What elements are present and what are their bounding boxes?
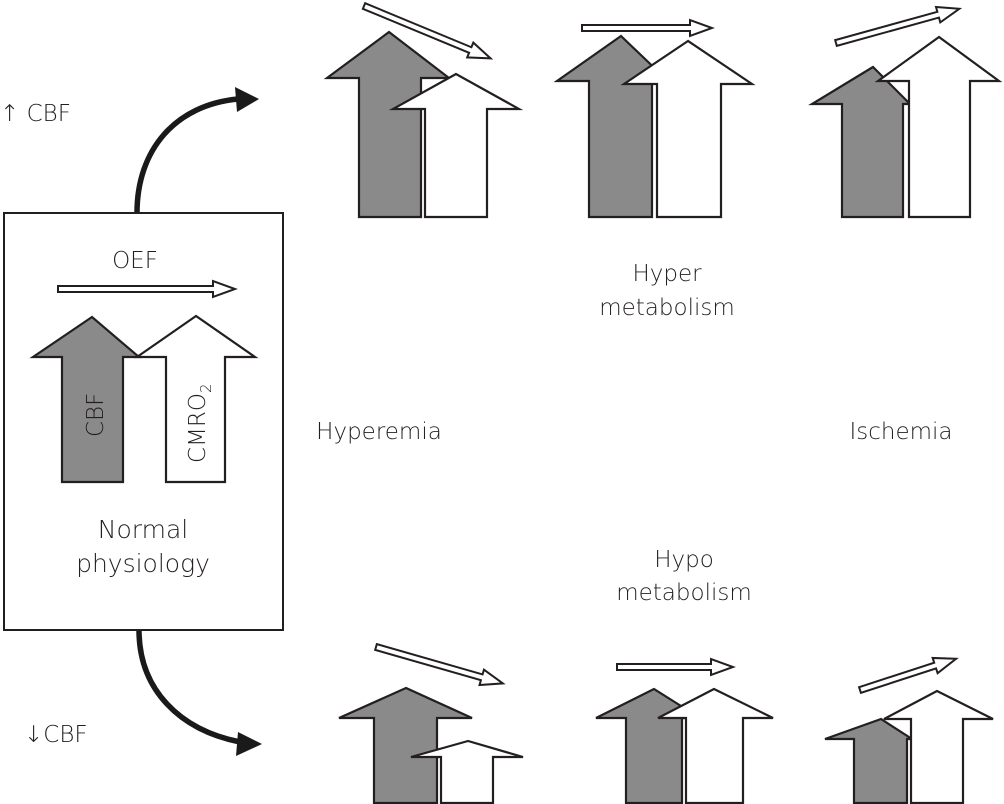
state-low-cbf-hyperemia <box>338 642 524 804</box>
upward-flow-arrow <box>134 87 259 214</box>
oef-arrow <box>581 18 715 38</box>
cmro2-arrow <box>410 739 524 804</box>
state-high-cbf-ischemia <box>808 5 1003 219</box>
decreased-cbf-label: ↓CBF <box>24 722 88 748</box>
cmro2-arrow <box>883 689 994 804</box>
cbf-arrow <box>338 686 473 804</box>
cbf-arrow-label: CBF <box>83 393 109 437</box>
hypometabolism-label-line1: Hypo <box>654 547 714 573</box>
normal-label-line2: physiology <box>76 549 210 578</box>
oef-arrow <box>833 5 963 48</box>
oef-label: OEF <box>112 248 158 274</box>
oef-arrow-normal <box>57 279 238 299</box>
cbf-arrow <box>824 717 916 804</box>
normal-label-line1: Normal <box>98 515 188 544</box>
state-high-cbf-hyperemia <box>323 1 524 219</box>
normal-physiology-panel: OEF CBF CMRO2 Normal physiology <box>3 212 284 631</box>
oef-arrow <box>361 1 494 60</box>
oef-arrow <box>857 656 959 695</box>
cmro2-arrow <box>657 687 774 804</box>
cmro2-arrow-label: CMRO2 <box>185 383 215 463</box>
oef-arrow <box>373 642 506 687</box>
cmro2-arrow-normal <box>133 314 259 484</box>
increased-cbf-label: ↑ CBF <box>0 101 71 127</box>
cmro2-main-text: CMRO <box>185 393 211 463</box>
cbf-arrow <box>553 34 671 219</box>
downward-flow-arrow <box>136 629 262 756</box>
hypermetabolism-label-line1: Hyper <box>632 261 702 287</box>
hypermetabolism-label-line2: metabolism <box>599 295 735 321</box>
normal-box <box>3 212 284 631</box>
cmro2-arrow <box>874 35 1003 219</box>
oef-arrow <box>616 657 736 677</box>
state-high-cbf-hypermetabolism <box>553 18 756 219</box>
hypometabolism-label-line2: metabolism <box>616 580 752 606</box>
cmro2-subscript: 2 <box>197 383 215 393</box>
state-low-cbf-ischemia <box>824 656 994 804</box>
hyperemia-label: Hyperemia <box>316 419 442 445</box>
ischemia-label: Ischemia <box>849 419 952 445</box>
cmro2-arrow <box>620 39 756 219</box>
cmro2-arrow <box>388 72 524 219</box>
state-low-cbf-hypometabolism <box>595 657 774 804</box>
cbf-arrow <box>323 30 453 219</box>
cbf-arrow <box>808 65 913 219</box>
